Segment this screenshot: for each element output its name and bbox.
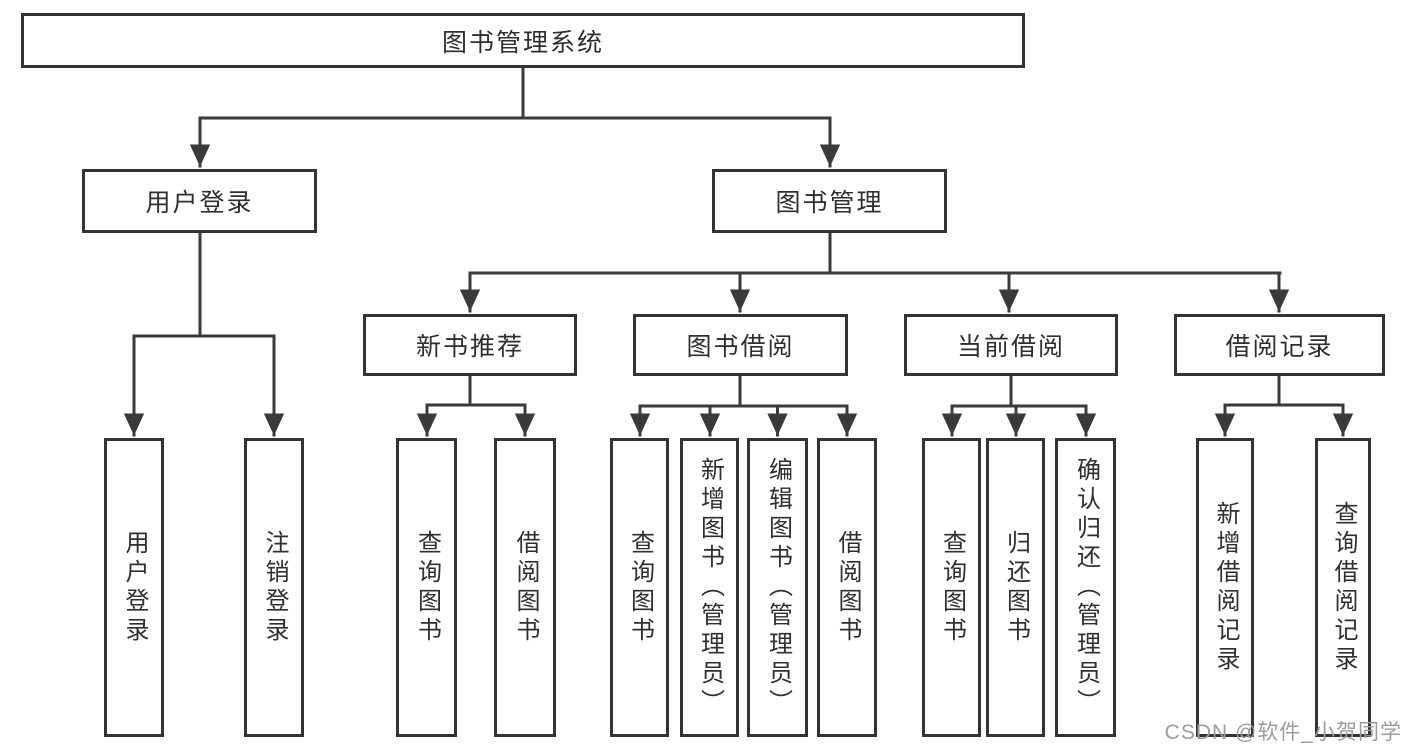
leaf-cb-query-books-label: 查询图书: [938, 529, 966, 646]
leaf-logout: 注销登录: [244, 438, 304, 737]
leaf-bb-add-book-admin-label: 新增图书（管理员）: [696, 457, 724, 718]
node-user-login: 用户登录: [82, 169, 317, 233]
leaf-cb-confirm-return-admin: 确认归还（管理员）: [1055, 438, 1116, 737]
node-current-borrow: 当前借阅: [904, 314, 1118, 376]
leaf-bb-edit-book-admin: 编辑图书（管理员）: [747, 438, 808, 737]
leaf-cb-return-book: 归还图书: [986, 438, 1045, 737]
node-borrow-records-label: 借阅记录: [1225, 333, 1334, 361]
leaf-br-add-record-label: 新增借阅记录: [1212, 500, 1239, 675]
leaf-bb-edit-book-admin-label: 编辑图书（管理员）: [764, 457, 792, 718]
leaf-nb-borrow-books: 借阅图书: [494, 438, 556, 737]
leaf-bb-borrow-books-label: 借阅图书: [834, 529, 861, 646]
node-book-management: 图书管理: [712, 169, 947, 233]
node-new-book-recommend-label: 新书推荐: [415, 333, 524, 361]
leaf-nb-borrow-books-label: 借阅图书: [512, 529, 539, 646]
node-borrow-records: 借阅记录: [1174, 314, 1385, 376]
node-current-borrow-label: 当前借阅: [956, 333, 1065, 361]
leaf-nb-query-books-label: 查询图书: [413, 529, 441, 646]
node-user-login-label: 用户登录: [145, 189, 254, 217]
leaf-user-login-label: 用户登录: [121, 529, 148, 646]
leaf-bb-borrow-books: 借阅图书: [817, 438, 877, 737]
node-new-book-recommend: 新书推荐: [363, 314, 577, 376]
leaf-bb-query-books-label: 查询图书: [626, 529, 654, 646]
leaf-br-query-record-label: 查询借阅记录: [1330, 500, 1357, 675]
leaf-cb-return-book-label: 归还图书: [1002, 529, 1030, 646]
leaf-cb-confirm-return-admin-label: 确认归还（管理员）: [1072, 457, 1100, 718]
leaf-cb-query-books: 查询图书: [922, 438, 981, 737]
node-book-management-label: 图书管理: [775, 189, 884, 217]
leaf-logout-label: 注销登录: [261, 529, 288, 646]
leaf-bb-add-book-admin: 新增图书（管理员）: [680, 438, 739, 737]
csdn-watermark: CSDN @软件_小贺同学: [1164, 721, 1402, 744]
leaf-br-query-record: 查询借阅记录: [1315, 438, 1371, 737]
node-root: 图书管理系统: [21, 13, 1025, 68]
leaf-bb-query-books: 查询图书: [610, 438, 669, 737]
leaf-user-login: 用户登录: [104, 438, 164, 737]
node-book-borrow-label: 图书借阅: [686, 333, 795, 361]
node-root-label: 图书管理系统: [441, 28, 604, 57]
leaf-nb-query-books: 查询图书: [396, 438, 457, 737]
node-book-borrow: 图书借阅: [633, 314, 848, 376]
leaf-br-add-record: 新增借阅记录: [1196, 438, 1254, 737]
